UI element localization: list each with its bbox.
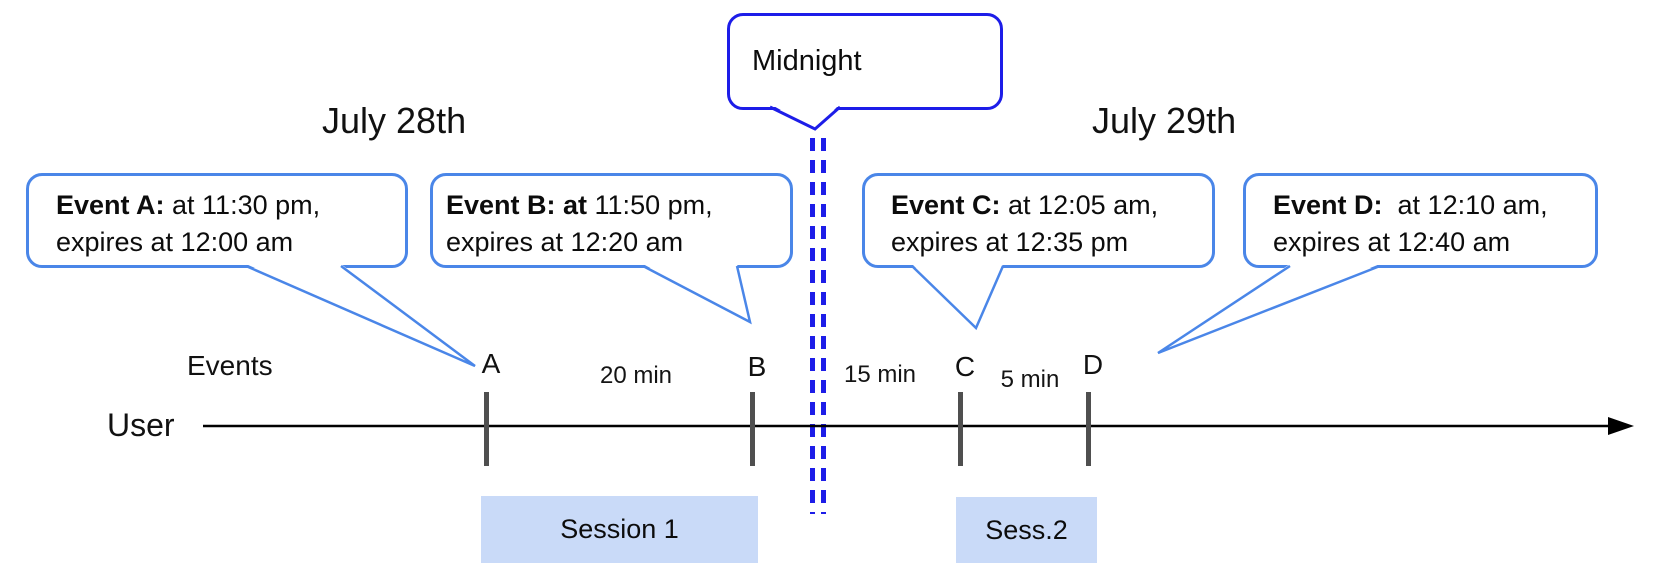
callout-b-line1: Event B: at 11:50 pm, — [446, 187, 790, 224]
tick-mark-d — [1086, 392, 1091, 466]
event-mark-a: A — [481, 348, 501, 379]
event-mark-c: C — [954, 351, 976, 382]
date-label-july-29: July 29th — [1092, 100, 1237, 141]
interval-label-15-min: 15 min — [843, 361, 917, 388]
session-1-label: Session 1 — [560, 514, 679, 544]
tick-mark-b — [750, 392, 755, 466]
tick-mark-c — [958, 392, 963, 466]
callout-a-line1: Event A: at 11:30 pm, — [56, 187, 405, 224]
callout-c-line1: Event C: at 12:05 am, — [891, 187, 1212, 224]
callout-c-time: at 12:05 am, — [1000, 190, 1159, 220]
interval-label-20-min: 20 min — [599, 362, 673, 389]
user-axis-label: User — [107, 407, 175, 443]
events-axis-label: Events — [187, 350, 273, 381]
callout-c-tail — [911, 264, 1005, 331]
callout-event-b: Event B: at 11:50 pm, expires at 12:20 a… — [430, 173, 793, 268]
session-2-box: Sess.2 — [956, 497, 1097, 563]
callout-d-tail — [1157, 264, 1381, 355]
tick-mark-a — [484, 392, 489, 466]
callout-c-line2: expires at 12:35 pm — [891, 227, 1129, 257]
callout-event-d: Event D: at 12:10 am, expires at 12:40 a… — [1243, 173, 1598, 268]
midnight-dashed-line — [810, 138, 826, 514]
callout-b-tail — [642, 264, 752, 325]
callout-a-time: at 11:30 pm, — [164, 190, 321, 220]
callout-b-title: Event B: at — [446, 190, 588, 220]
callout-event-c: Event C: at 12:05 am, expires at 12:35 p… — [862, 173, 1215, 268]
callout-d-time: at 12:10 am, — [1382, 190, 1548, 220]
callout-b-line2: expires at 12:20 am — [446, 227, 684, 257]
midnight-callout-bubble: Midnight — [727, 13, 1003, 110]
event-mark-d: D — [1082, 349, 1104, 380]
callout-d-title: Event D: — [1273, 190, 1383, 220]
callout-a-title: Event A: — [56, 190, 165, 220]
callout-b-time: 11:50 pm, — [587, 190, 713, 220]
callout-event-a: Event A: at 11:30 pm, expires at 12:00 a… — [26, 173, 408, 268]
callout-c-title: Event C: — [891, 190, 1001, 220]
callout-d-line1: Event D: at 12:10 am, — [1273, 187, 1595, 224]
session-1-box: Session 1 — [481, 496, 758, 563]
callout-a-line2: expires at 12:00 am — [56, 227, 294, 257]
session-2-label: Sess.2 — [985, 514, 1068, 545]
timeline-arrowhead-icon — [1608, 417, 1634, 435]
event-mark-b: B — [747, 351, 767, 382]
callout-d-line2: expires at 12:40 am — [1273, 227, 1511, 257]
date-label-july-28: July 28th — [322, 100, 467, 141]
callout-a-tail — [245, 264, 476, 368]
midnight-label: Midnight — [752, 45, 862, 77]
interval-label-5-min: 5 min — [1000, 366, 1060, 393]
